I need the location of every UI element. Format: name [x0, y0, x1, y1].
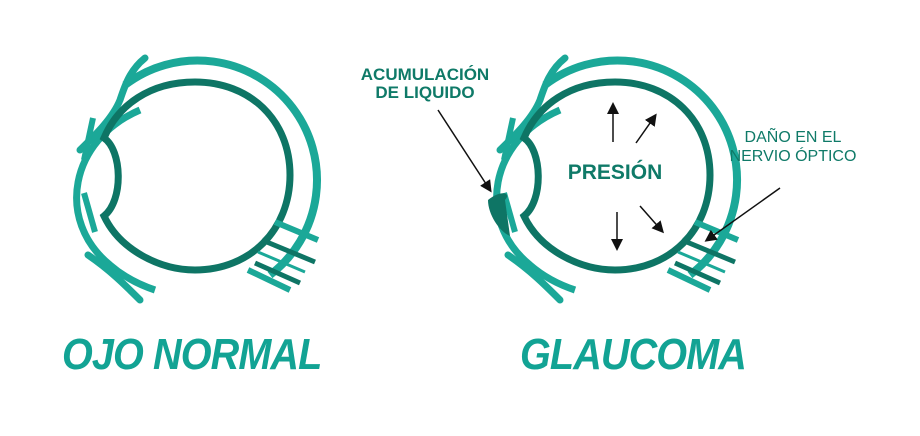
glaucoma-title: GLAUCOMA — [520, 330, 747, 379]
fluid-accumulation-label: ACUMULACIÓN DE LIQUIDO — [345, 66, 505, 102]
nerve-label-line2: NERVIO ÓPTICO — [729, 148, 857, 166]
fluid-label-line1: ACUMULACIÓN — [360, 65, 490, 84]
optic-nerve-damage-label: DAÑO EN EL NERVIO ÓPTICO — [718, 128, 868, 166]
glaucoma-eye-illustration — [437, 54, 781, 304]
pressure-arrow-upright — [635, 113, 657, 144]
fluid-pointer-arrow — [437, 109, 492, 193]
normal-eye-illustration — [73, 54, 321, 304]
normal-eye-title: OJO NORMAL — [62, 330, 322, 379]
nerve-pointer-arrow — [704, 187, 781, 242]
pressure-arrow-downright — [639, 205, 664, 234]
nerve-label-line1: DAÑO EN EL — [744, 129, 842, 146]
fluid-label-line2: DE LIQUIDO — [375, 82, 475, 102]
pressure-label: PRESIÓN — [567, 161, 663, 184]
